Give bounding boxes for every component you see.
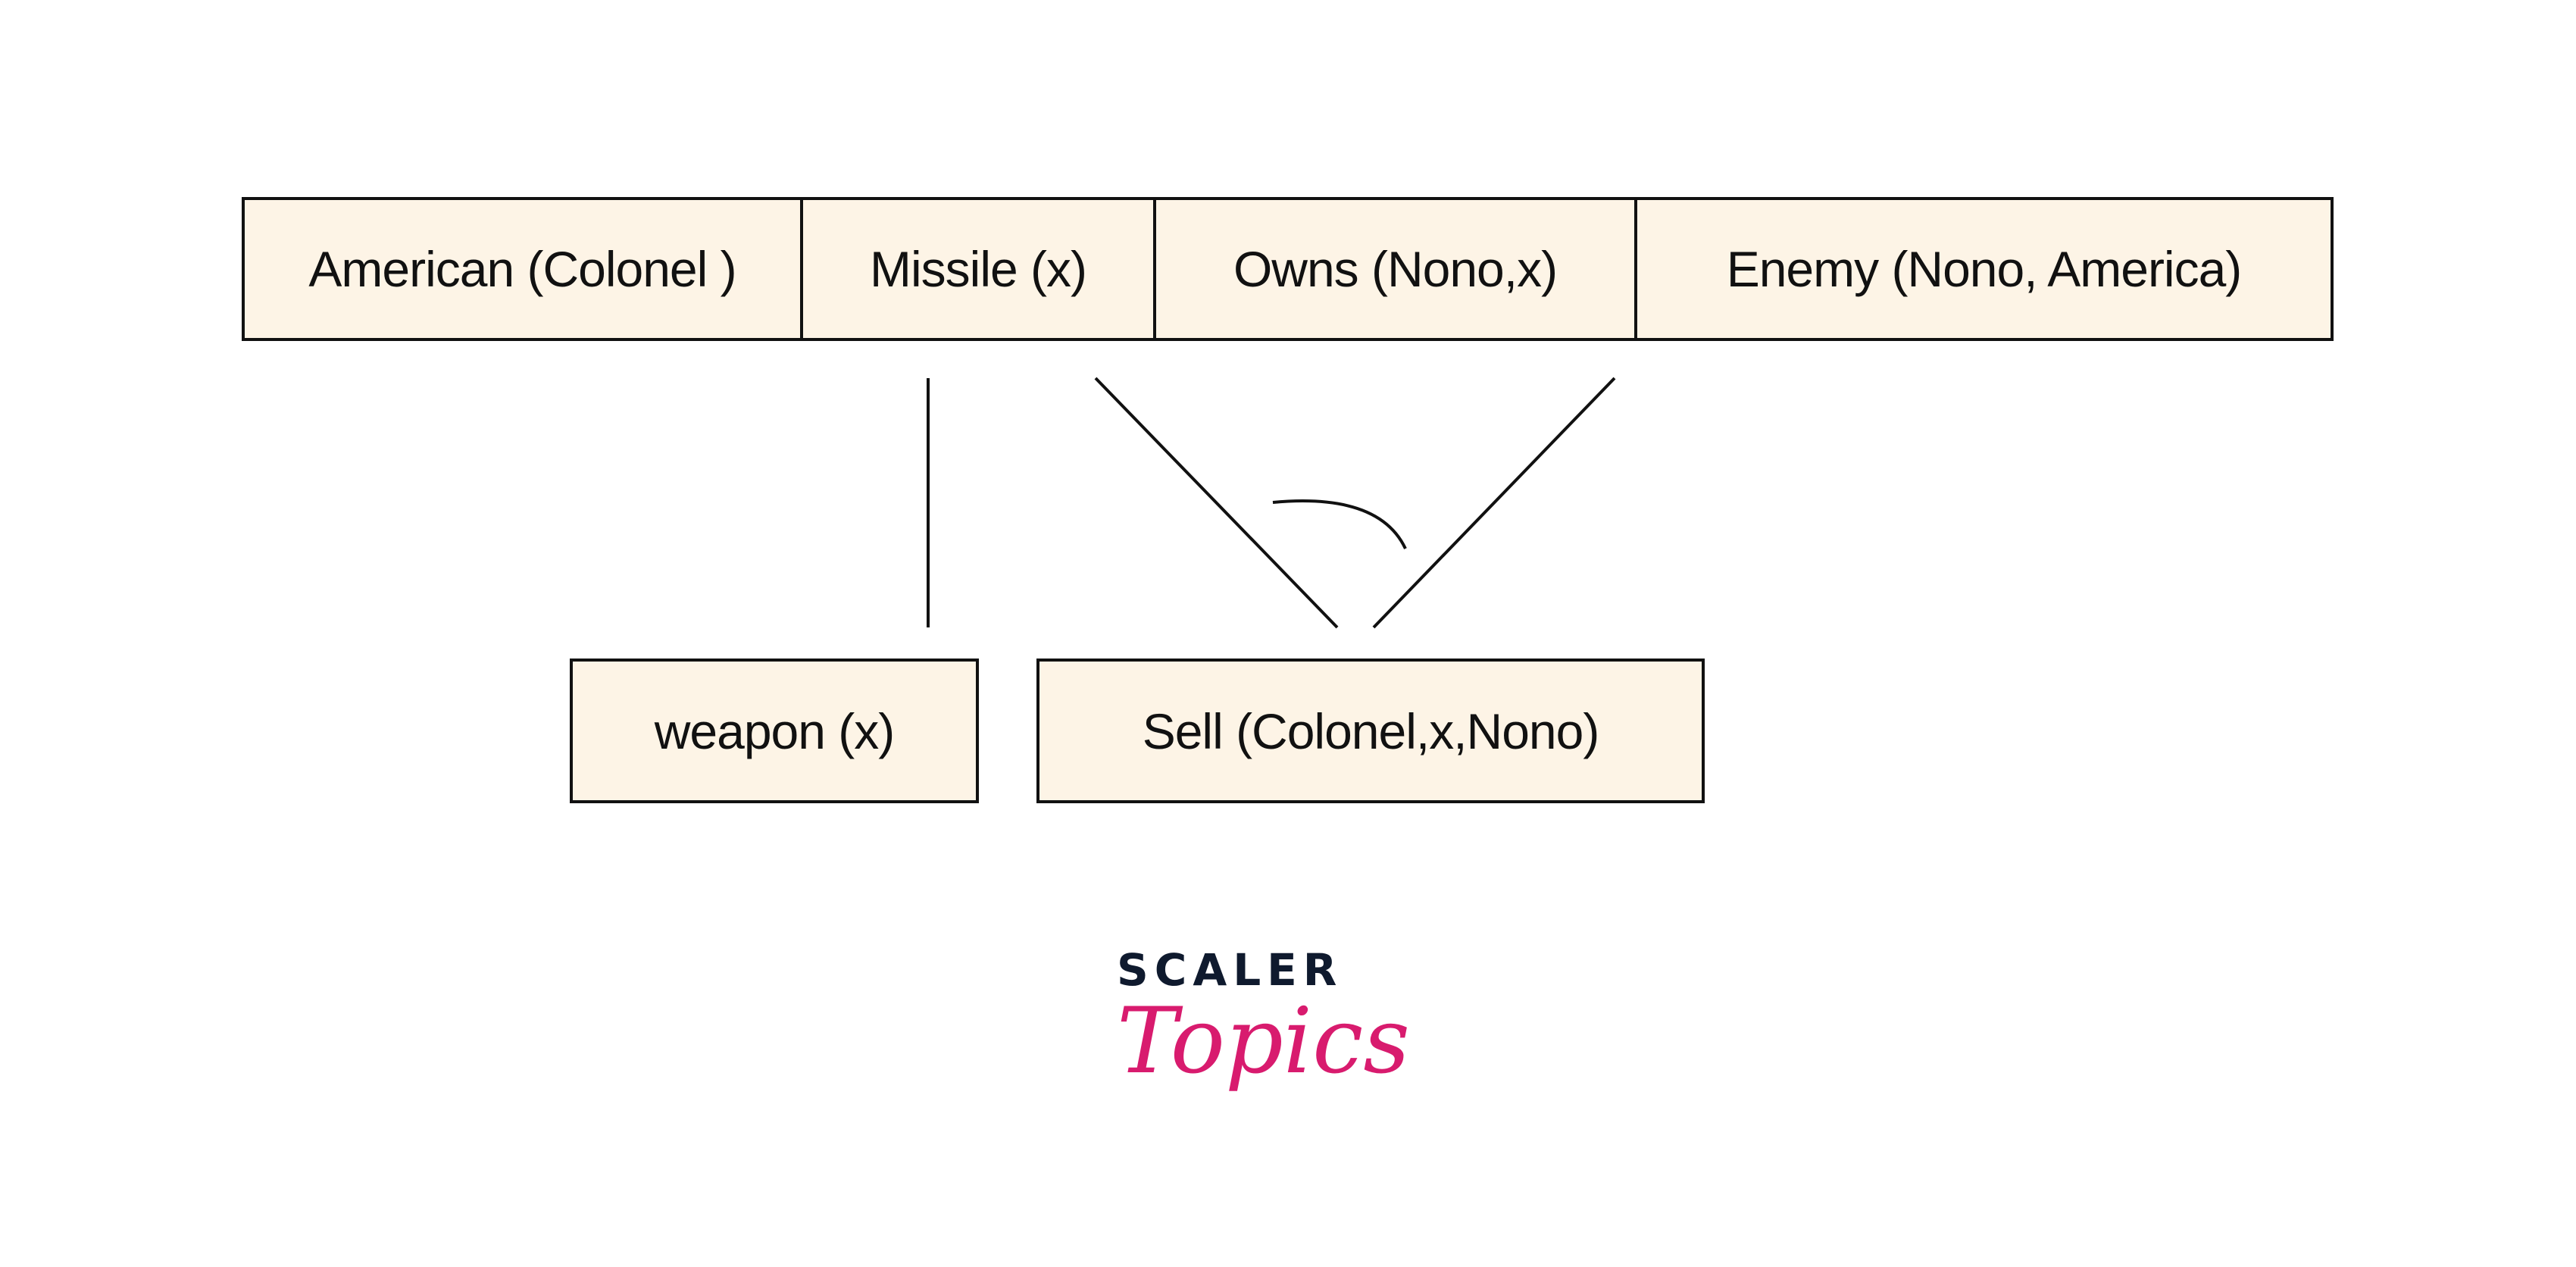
premise-label: American (Colonel ) [308, 241, 736, 297]
premise-enemy: Enemy (Nono, America) [1634, 197, 2334, 341]
conclusion-label: weapon (x) [654, 702, 895, 759]
premise-label: Missile (x) [870, 241, 1087, 297]
connector-owns-sell [1094, 377, 1339, 629]
conclusion-sell: Sell (Colonel,x,Nono) [1036, 659, 1705, 803]
premise-owns: Owns (Nono,x) [1153, 197, 1637, 341]
scaler-topics-logo: SCALER Topics [1117, 943, 1410, 1129]
premise-american: American (Colonel ) [242, 197, 803, 341]
conclusion-label: Sell (Colonel,x,Nono) [1142, 702, 1600, 759]
conjunction-arc [1272, 499, 1407, 549]
conclusion-weapon: weapon (x) [570, 659, 979, 803]
connector-enemy-sell [1372, 377, 1616, 629]
premise-label: Owns (Nono,x) [1233, 241, 1558, 297]
logo-scaler-text: SCALER [1117, 944, 1343, 996]
premise-row: American (Colonel ) Missile (x) Owns (No… [242, 197, 2334, 341]
premise-label: Enemy (Nono, America) [1726, 241, 2243, 297]
premise-missile: Missile (x) [800, 197, 1156, 341]
logo-topics-text: Topics [1117, 989, 1410, 1094]
